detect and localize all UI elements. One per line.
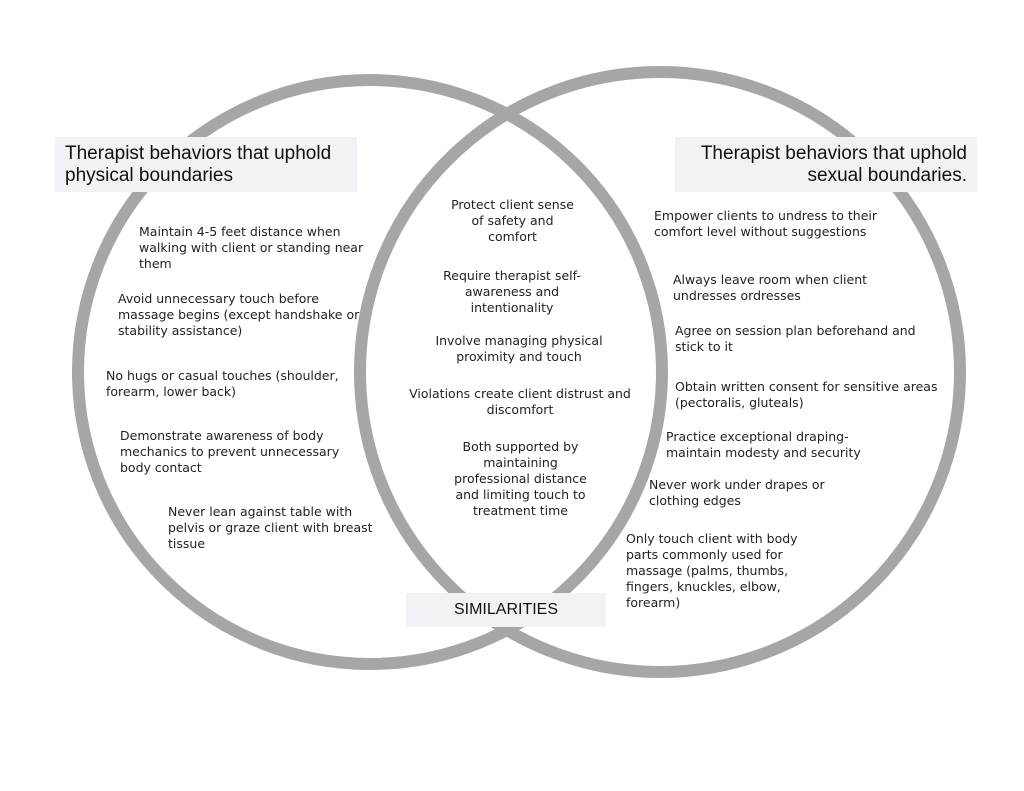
left-item: Demonstrate awareness of body mechanics … xyxy=(120,428,340,475)
right-circle xyxy=(354,66,966,678)
right-item: Empower clients to undress to their comf… xyxy=(654,208,878,239)
left-item: Avoid unnecessary touch before massage b… xyxy=(118,291,360,338)
similarities-label: SIMILARITIES xyxy=(406,593,606,627)
center-item: Protect client sense of safety and comfo… xyxy=(451,197,574,244)
left-item: Never lean against table with pelvis or … xyxy=(168,504,373,551)
left-title: Therapist behaviors that uphold physical… xyxy=(55,137,357,192)
center-item: Involve managing physical proximity and … xyxy=(435,333,603,364)
right-item: Agree on session plan beforehand and sti… xyxy=(675,323,916,354)
right-item: Never work under drapes or clothing edge… xyxy=(649,477,825,508)
right-item: Practice exceptional draping-maintain mo… xyxy=(666,429,861,460)
right-item: Always leave room when client undresses … xyxy=(673,272,868,303)
center-item: Require therapist self-awareness and int… xyxy=(443,268,581,315)
center-item: Violations create client distrust and di… xyxy=(409,386,631,417)
right-title: Therapist behaviors that uphold sexual b… xyxy=(675,137,977,192)
left-circle xyxy=(72,74,668,670)
right-item: Obtain written consent for sensitive are… xyxy=(675,379,938,410)
right-item: Only touch client with body parts common… xyxy=(626,531,798,610)
left-item: Maintain 4-5 feet distance when walking … xyxy=(139,224,364,271)
left-item: No hugs or casual touches (shoulder, for… xyxy=(106,368,339,399)
center-item: Both supported by maintaining profession… xyxy=(454,439,587,518)
